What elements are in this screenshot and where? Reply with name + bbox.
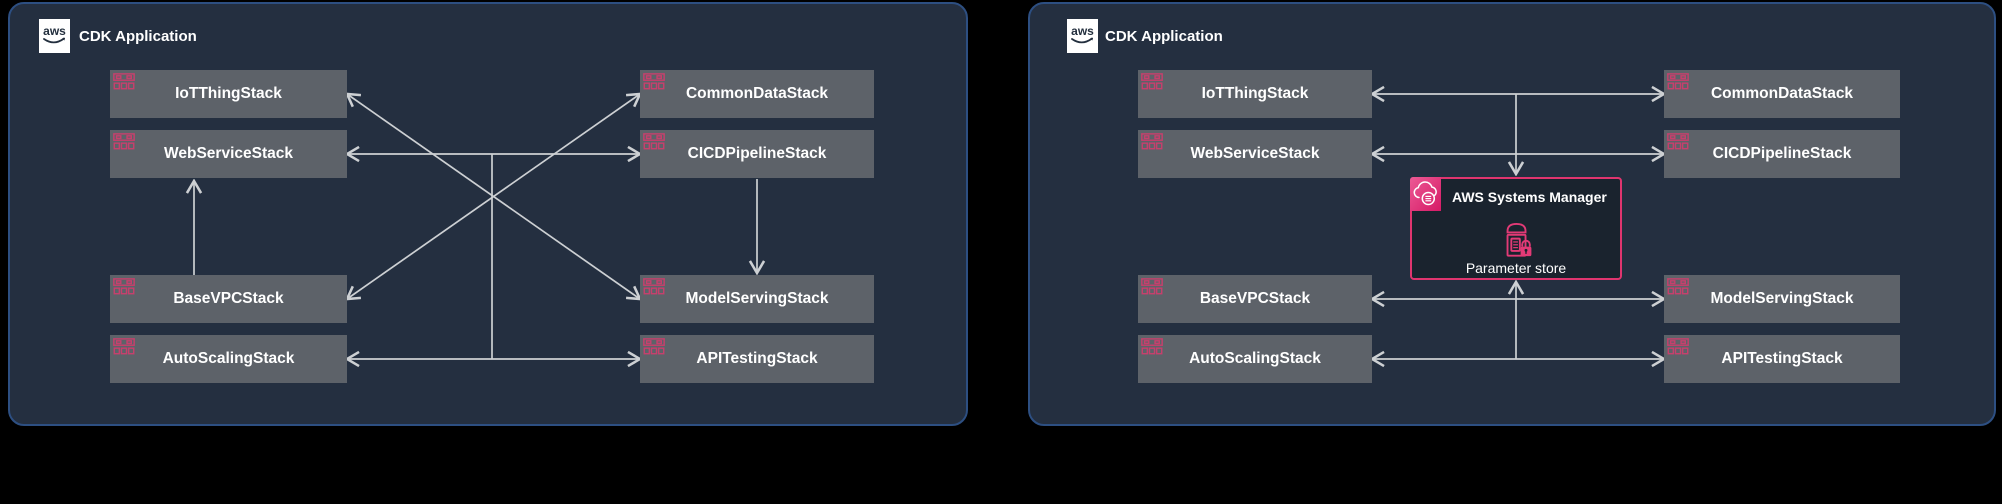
- stack-label: ModelServingStack: [1710, 290, 1854, 307]
- stack-box-iotthingstack: IoTThingStack: [1138, 70, 1372, 118]
- parameter-store-icon: [1506, 222, 1532, 257]
- stack-label: IoTThingStack: [175, 85, 282, 102]
- stack-box-apitestingstack: APITestingStack: [640, 335, 874, 383]
- stack-box-modelservingstack: ModelServingStack: [640, 275, 874, 323]
- stack-label: WebServiceStack: [164, 145, 293, 162]
- cdk-application-panel-right: aws CDK Application IoTThingStack WebSer…: [1028, 2, 1996, 426]
- aws-smile-icon: [1071, 37, 1093, 44]
- cloudformation-stack-icon: [1667, 278, 1689, 295]
- cloudformation-stack-icon: [643, 133, 665, 150]
- aws-smile-icon: [43, 37, 65, 44]
- stack-box-apitestingstack: APITestingStack: [1664, 335, 1900, 383]
- stack-box-basevpcstack: BaseVPCStack: [1138, 275, 1372, 323]
- cloudformation-stack-icon: [1141, 133, 1163, 150]
- stack-label: AutoScalingStack: [1189, 350, 1321, 367]
- stack-box-webservicestack: WebServiceStack: [110, 130, 347, 178]
- stack-label: CommonDataStack: [1710, 85, 1854, 102]
- aws-logo: aws: [39, 19, 70, 53]
- stack-box-cicdpipelinestack: CICDPipelineStack: [640, 130, 874, 178]
- cloudformation-stack-icon: [1141, 73, 1163, 90]
- cdk-application-panel-left: aws CDK Application IoTThingStack WebSer…: [8, 2, 968, 426]
- edges-layer-right: [1030, 4, 1994, 424]
- stack-label: CommonDataStack: [685, 85, 829, 102]
- stack-label: CICDPipelineStack: [1712, 145, 1852, 162]
- stack-box-commondatastack: CommonDataStack: [640, 70, 874, 118]
- stack-box-autoscalingstack: AutoScalingStack: [1138, 335, 1372, 383]
- cloudformation-stack-icon: [643, 338, 665, 355]
- cloudformation-stack-icon: [113, 338, 135, 355]
- stack-label: BaseVPCStack: [173, 290, 284, 307]
- stack-label: IoTThingStack: [1201, 85, 1309, 102]
- ssm-title: AWS Systems Manager: [1452, 189, 1607, 205]
- cloudformation-stack-icon: [1667, 338, 1689, 355]
- panel-title: CDK Application: [1105, 28, 1223, 45]
- cloudformation-stack-icon: [1667, 133, 1689, 150]
- ssm-parameter-store-label: Parameter store: [1465, 260, 1567, 276]
- stack-label: AutoScalingStack: [162, 350, 295, 367]
- cloudformation-stack-icon: [1667, 73, 1689, 90]
- stack-box-webservicestack: WebServiceStack: [1138, 130, 1372, 178]
- systems-manager-icon: [1410, 177, 1441, 211]
- stack-box-commondatastack: CommonDataStack: [1664, 70, 1900, 118]
- stack-label: CICDPipelineStack: [687, 145, 827, 162]
- cloudformation-stack-icon: [113, 73, 135, 90]
- cloudformation-stack-icon: [113, 278, 135, 295]
- stack-label: APITestingStack: [1721, 350, 1843, 367]
- edges-layer-left: [10, 4, 966, 424]
- stack-label: ModelServingStack: [685, 290, 829, 307]
- aws-logo-text: aws: [43, 24, 66, 38]
- stack-label: BaseVPCStack: [1199, 290, 1311, 307]
- cloudformation-stack-icon: [643, 278, 665, 295]
- stack-box-modelservingstack: ModelServingStack: [1664, 275, 1900, 323]
- stack-label: APITestingStack: [696, 350, 818, 367]
- stack-box-cicdpipelinestack: CICDPipelineStack: [1664, 130, 1900, 178]
- cloudformation-stack-icon: [1141, 338, 1163, 355]
- cloudformation-stack-icon: [1141, 278, 1163, 295]
- aws-systems-manager-box: AWS Systems Manager Parameter: [1410, 177, 1622, 280]
- stack-box-basevpcstack: BaseVPCStack: [110, 275, 347, 323]
- edge-basevpc-commondata: [347, 94, 640, 299]
- panel-title: CDK Application: [79, 28, 197, 45]
- stack-label: WebServiceStack: [1190, 145, 1320, 162]
- cloudformation-stack-icon: [643, 73, 665, 90]
- aws-logo-text: aws: [1071, 24, 1094, 38]
- stack-box-iotthingstack: IoTThingStack: [110, 70, 347, 118]
- stack-box-autoscalingstack: AutoScalingStack: [110, 335, 347, 383]
- cloudformation-stack-icon: [113, 133, 135, 150]
- aws-logo: aws: [1067, 19, 1098, 53]
